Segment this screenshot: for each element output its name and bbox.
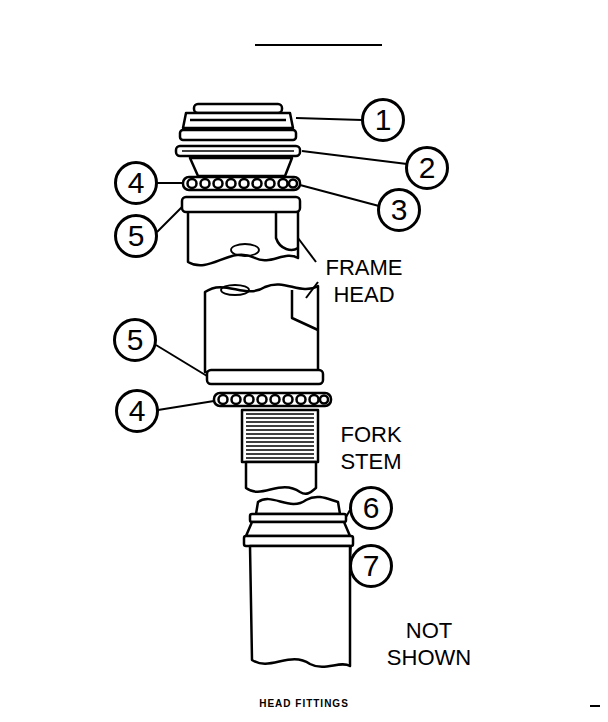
callout-number: 7 [363,551,380,581]
callout-circle: 6 [349,486,393,530]
ball-race [214,393,331,406]
callout-circle: 5 [113,318,157,362]
callout-circle: 4 [114,161,158,205]
callout-number: 4 [129,396,146,426]
locknut [180,104,296,140]
part-name: FRAME HEAD [318,254,410,308]
fork-crown [244,497,353,667]
callout-number: 2 [419,153,436,183]
callout-circle: 3 [377,188,421,232]
callout-circle: 1 [361,98,405,142]
callout-number: 5 [127,325,144,355]
ball-race [183,177,300,190]
callout-number: 3 [391,195,408,225]
washer [176,146,300,156]
callout-circle: 7 [349,544,393,588]
rule-line [255,44,382,46]
callout-number: 4 [128,168,145,198]
adjusting-cone [190,158,292,176]
leader-lines [156,118,407,559]
callout-circle: 2 [405,146,449,190]
note: NOT SHOWN [378,617,480,671]
figure-caption: HEAD FITTINGS [0,698,608,709]
callout-number: 1 [375,105,392,135]
callout-circle: 4 [115,389,159,433]
callout-number: 5 [128,221,145,251]
callout-circle: 5 [114,214,158,258]
callout-number: 6 [363,493,380,523]
part-name: FORK STEM [330,421,412,475]
frame-head-upper [182,197,300,265]
fork-stem [242,410,318,494]
frame-head-lower [205,284,323,384]
edge-mark [590,705,600,707]
